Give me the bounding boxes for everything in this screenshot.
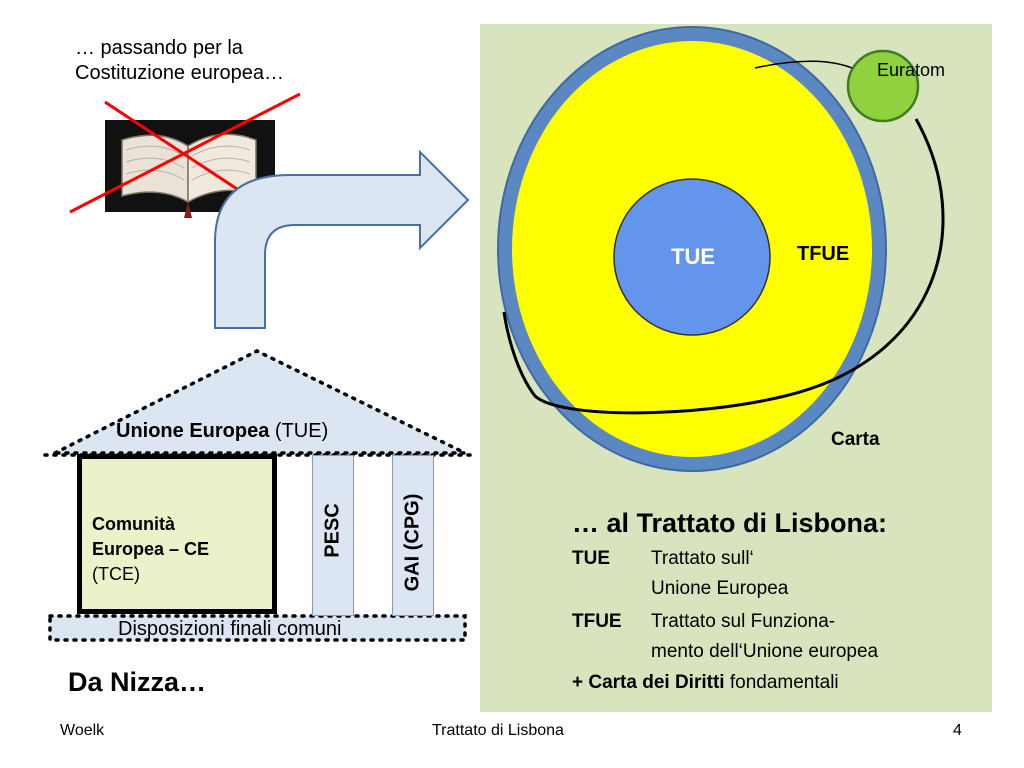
- ce-line-3: (TCE): [92, 564, 140, 584]
- tue-abbr: TUE: [572, 548, 610, 569]
- intro-text: … passando per la Costituzione europea…: [75, 36, 284, 86]
- gai-pillar: [392, 455, 434, 616]
- lisbon-diagram: [497, 26, 945, 472]
- ce-pillar-text: Comunità Europea – CE (TCE): [92, 512, 209, 587]
- footer-author: Woelk: [60, 722, 105, 739]
- temple-base: [48, 614, 467, 642]
- base-label: Disposizioni finali comuni: [118, 618, 342, 640]
- roof-label: Unione Europea (TUE): [116, 420, 328, 443]
- pesc-label: PESC: [321, 503, 344, 558]
- book-ribbon: [184, 202, 192, 218]
- footer-page-number: 4: [953, 722, 962, 739]
- ce-line-1: Comunità: [92, 514, 175, 534]
- ce-pillar-box: [77, 454, 277, 614]
- arrow-shape: [214, 150, 470, 329]
- intro-line-2: Costituzione europea…: [75, 62, 285, 84]
- euratom-circle: [846, 49, 920, 123]
- euratom-orbit: [502, 118, 945, 415]
- tfue-abbr: TFUE: [572, 611, 622, 632]
- lisbon-title: … al Trattato di Lisbona:: [572, 508, 888, 538]
- tue-def-line-1: Trattato sull‘: [651, 548, 754, 569]
- roof-label-rest: (TUE): [269, 420, 329, 442]
- tfue-def-line-2: mento dell‘Unione europea: [651, 641, 879, 662]
- ce-line-2: Europea – CE: [92, 539, 210, 559]
- tfue-label: TFUE: [797, 243, 850, 265]
- da-nizza-title: Da Nizza…: [68, 667, 207, 697]
- footer-title: Trattato di Lisbona: [432, 722, 564, 739]
- tue-label: TUE: [671, 244, 715, 269]
- tfue-def-line-1: Trattato sul Funziona-: [651, 611, 836, 632]
- carta-line-bold: + Carta dei Diritti: [572, 672, 725, 693]
- book-text-lines: [125, 145, 251, 181]
- gai-label: GAI (CPG): [401, 493, 424, 592]
- crossed-book-image: [69, 92, 301, 218]
- pesc-pillar: [312, 455, 354, 616]
- roof-label-bold: Unione Europea: [116, 420, 270, 442]
- carta-line: + Carta dei Diritti fondamentali: [572, 672, 839, 694]
- temple-roof: [54, 349, 466, 455]
- carta-line-rest: fondamentali: [724, 672, 839, 693]
- carta-label: Carta: [831, 429, 880, 450]
- tue-circle: [613, 178, 771, 336]
- tue-def-line-2: Unione Europea: [651, 578, 789, 599]
- euratom-connector: [754, 60, 853, 69]
- curved-arrow: [214, 150, 470, 329]
- euratom-label: Euratom: [877, 60, 946, 80]
- intro-line-1: … passando per la: [75, 37, 243, 59]
